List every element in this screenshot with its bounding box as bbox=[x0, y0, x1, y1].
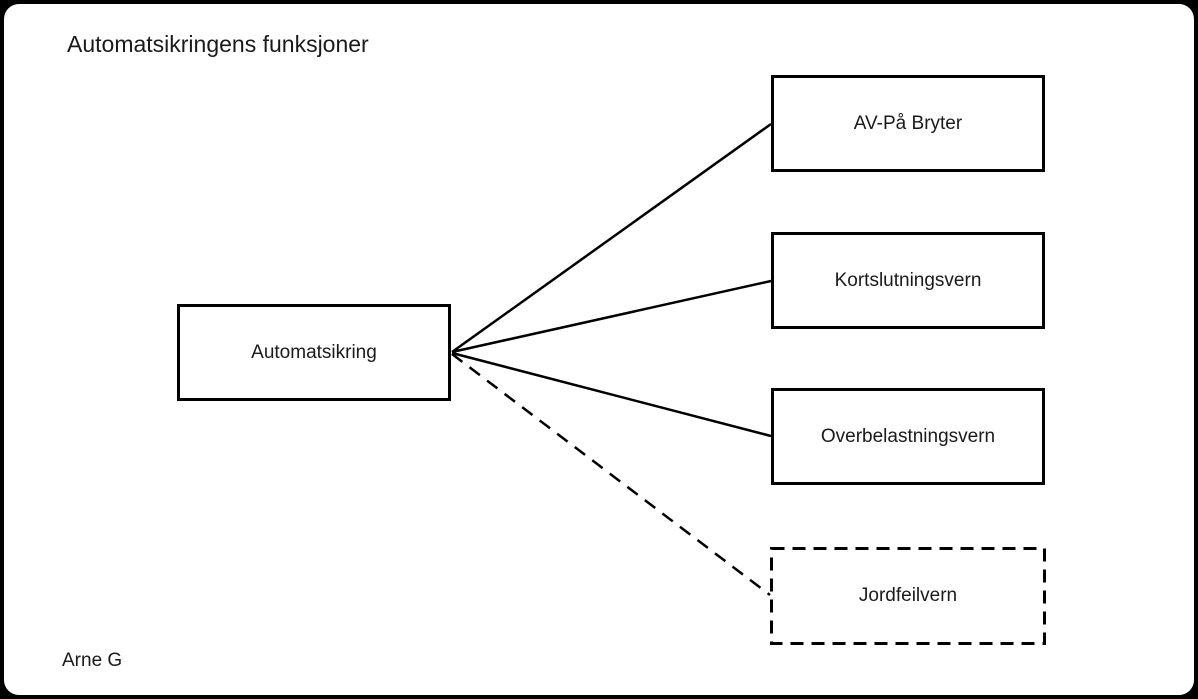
node-automatsikring-label: Automatsikring bbox=[251, 341, 377, 363]
connector-line-av-pa-bryter bbox=[451, 122, 772, 354]
node-overbelastningsvern: Overbelastningsvern bbox=[771, 388, 1045, 485]
node-av-pa-bryter: AV-På Bryter bbox=[771, 75, 1045, 172]
connector-line-overbelastningsvern bbox=[451, 351, 772, 438]
node-av-pa-bryter-label: AV-På Bryter bbox=[853, 112, 963, 134]
page-title: Automatsikringens funksjoner bbox=[67, 31, 369, 57]
node-overbelastningsvern-label: Overbelastningsvern bbox=[820, 425, 996, 447]
node-kortslutningsvern: Kortslutningsvern bbox=[771, 232, 1045, 329]
node-jordfeilvern-label: Jordfeilvern bbox=[858, 585, 958, 606]
connector-line-kortslutningsvern bbox=[451, 279, 772, 354]
author-credit: Arne G bbox=[62, 650, 123, 671]
node-kortslutningsvern-label: Kortslutningsvern bbox=[834, 269, 982, 291]
connector-line-jordfeilvern-dashed bbox=[451, 353, 771, 596]
diagram-canvas: Automatsikringens funksjoner Automatsikr… bbox=[4, 4, 1194, 695]
connector-layer bbox=[451, 122, 1046, 645]
node-automatsikring: Automatsikring bbox=[177, 304, 451, 401]
node-jordfeilvern: Jordfeilvern bbox=[770, 547, 1046, 645]
jordfeilvern-dashed-outline bbox=[770, 547, 1046, 645]
